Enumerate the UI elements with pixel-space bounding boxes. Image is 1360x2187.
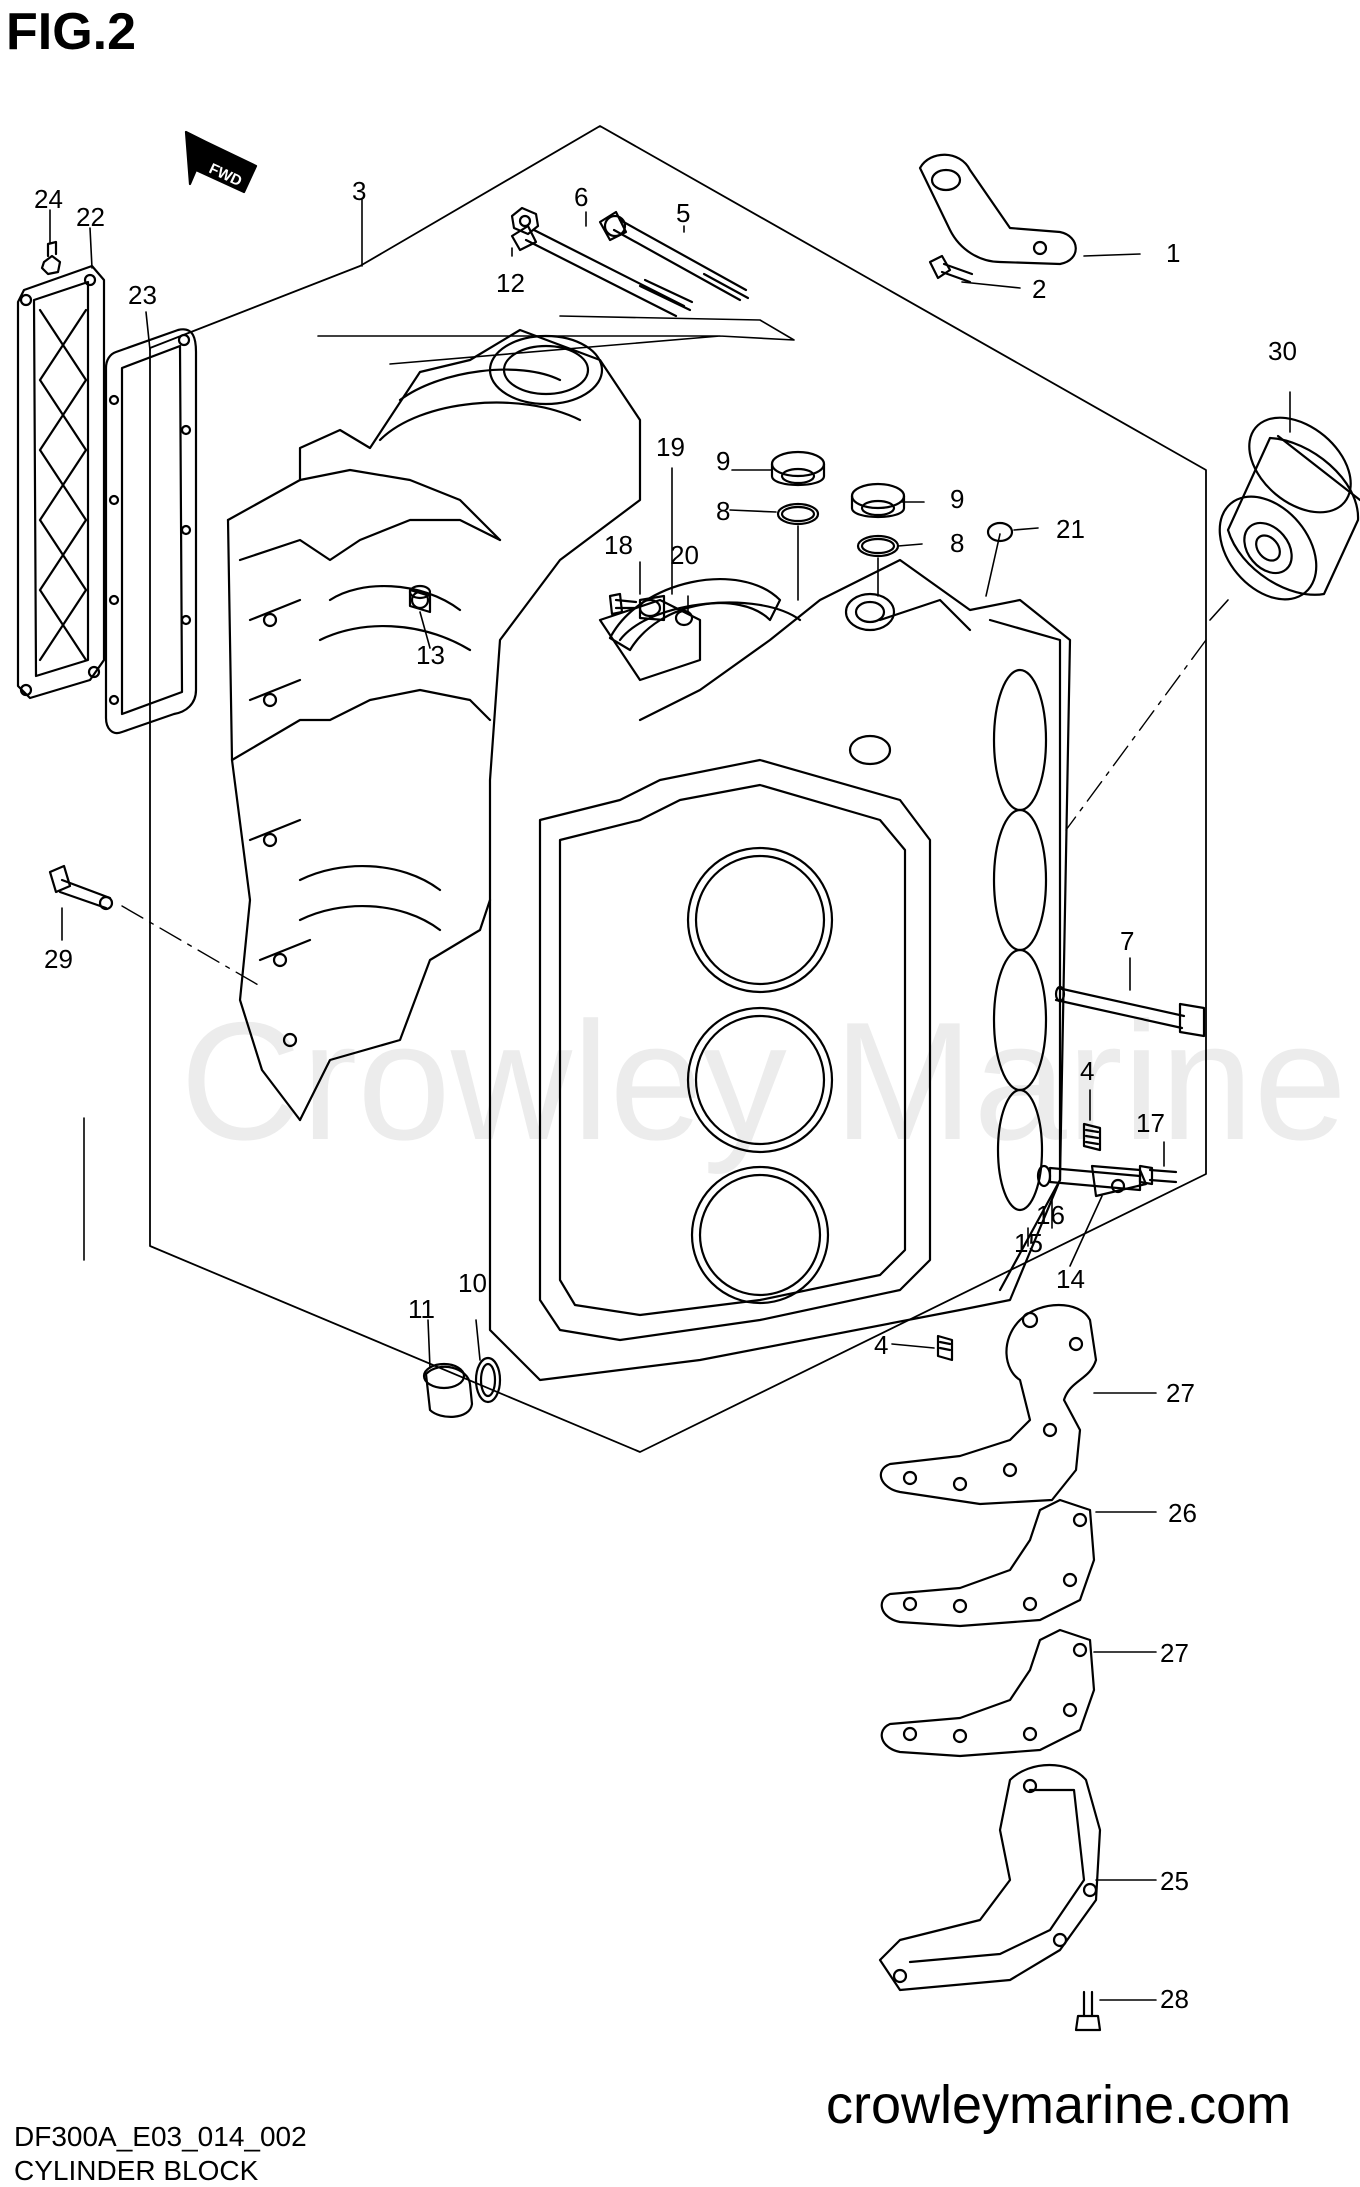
callout-4-lower: 4	[874, 1330, 888, 1360]
callout-27-lower: 27	[1160, 1638, 1189, 1668]
callout-4-upper: 4	[1080, 1056, 1094, 1086]
diagram-subtitle: CYLINDER BLOCK	[14, 2155, 259, 2186]
gasket-27-lower	[880, 1628, 1096, 1758]
bolt-28	[1074, 1990, 1102, 2032]
oring-8-left	[776, 502, 820, 526]
dash-leader-29	[121, 905, 261, 987]
long-bolt-6	[510, 224, 694, 318]
plug-9-right	[850, 482, 906, 518]
plate-25	[878, 1763, 1102, 1992]
bolt-29	[48, 864, 114, 911]
bearing-cap	[608, 578, 782, 652]
callout-21: 21	[1056, 514, 1085, 544]
callout-6: 6	[574, 182, 588, 212]
dash-leader-30	[1065, 639, 1207, 831]
callout-7: 7	[1120, 926, 1134, 956]
callout-1: 1	[1166, 238, 1180, 268]
callout-28: 28	[1160, 1984, 1189, 2014]
diagram-code: DF300A_E03_014_002	[14, 2121, 307, 2152]
callout-13: 13	[416, 640, 445, 670]
plug-9-left	[770, 450, 826, 486]
nozzle-19	[638, 594, 666, 622]
callout-11: 11	[408, 1294, 435, 1324]
oil-filter-30	[1218, 416, 1360, 601]
callout-23: 23	[128, 280, 157, 310]
dowel-pin-4-lower	[936, 1334, 954, 1362]
callout-26: 26	[1168, 1498, 1197, 1528]
callout-3: 3	[352, 176, 366, 206]
callout-8-left: 8	[716, 496, 730, 526]
callout-17: 17	[1136, 1108, 1165, 1138]
callout-labels: 1 2 3 4 4 5 6 7 8 8 9 9 10 11 12 13 14 1…	[34, 176, 1297, 2014]
callout-20: 20	[670, 540, 699, 570]
callout-2: 2	[1032, 274, 1046, 304]
callout-14: 14	[1056, 1264, 1085, 1294]
callout-12: 12	[496, 268, 525, 298]
cylinder-bores	[538, 592, 1062, 1342]
callout-22: 22	[76, 202, 105, 232]
gasket-23	[104, 328, 198, 735]
callout-5: 5	[676, 198, 690, 228]
callout-30: 30	[1268, 336, 1297, 366]
oring-10	[474, 1356, 502, 1404]
callout-8-right: 8	[950, 528, 964, 558]
bolt-leader-box	[317, 315, 795, 365]
callout-18: 18	[604, 530, 633, 560]
website-text: crowleymarine.com	[826, 2075, 1292, 2135]
sensor-16	[1048, 1164, 1148, 1198]
bolt-17	[1138, 1164, 1178, 1186]
leader-lines	[49, 199, 1291, 2001]
callout-9-right: 9	[950, 484, 964, 514]
callout-19: 19	[656, 432, 685, 462]
gasket-26	[880, 1498, 1096, 1628]
dowel-pin-4-upper	[1082, 1122, 1102, 1152]
gasket-27-upper	[879, 1303, 1098, 1506]
cap-11	[422, 1362, 474, 1418]
callout-9-left: 9	[716, 446, 730, 476]
callout-29: 29	[44, 944, 73, 974]
bolt-7	[1054, 985, 1206, 1038]
block-assembly-outline	[149, 125, 1207, 1453]
plug-21	[986, 521, 1014, 543]
oring-15	[1036, 1164, 1052, 1188]
callout-25: 25	[1160, 1866, 1189, 1896]
bolt-24	[40, 240, 62, 276]
callout-16: 16	[1036, 1200, 1065, 1230]
oring-20	[674, 609, 694, 627]
side-cover-22	[16, 264, 106, 700]
figure-title: FIG.2	[6, 3, 137, 61]
bolt-18	[608, 592, 638, 616]
callout-24: 24	[34, 184, 63, 214]
oring-8-right	[856, 534, 900, 558]
bolt-2	[928, 254, 974, 284]
callout-27-upper: 27	[1166, 1378, 1195, 1408]
cylinder-block	[226, 328, 1072, 1382]
callout-10: 10	[458, 1268, 487, 1298]
dowel-13	[408, 584, 432, 614]
fwd-arrow-icon: FWD	[184, 130, 258, 194]
long-bolt-5	[598, 210, 750, 302]
callout-15: 15	[1014, 1228, 1043, 1258]
lifting-bracket-1	[918, 153, 1077, 266]
nut-12	[510, 206, 540, 236]
